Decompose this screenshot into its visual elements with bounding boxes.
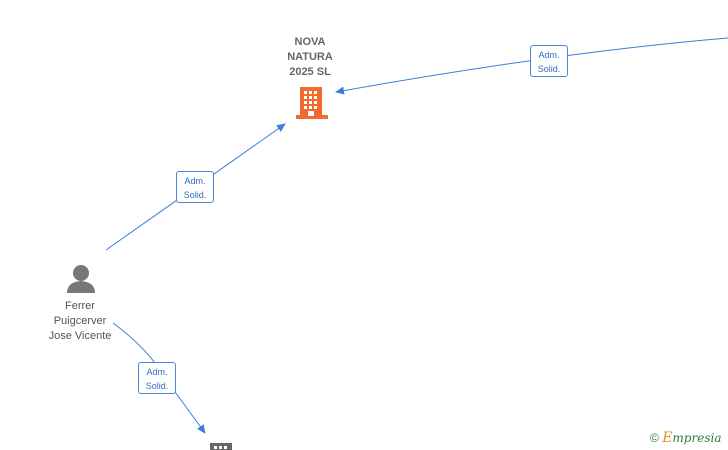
company-name-label[interactable]: NOVA NATURA 2025 SL bbox=[270, 35, 350, 80]
person-name-line1: Ferrer bbox=[65, 300, 95, 312]
edge-label-role: Adm. bbox=[538, 50, 560, 60]
brand-initial: E bbox=[662, 430, 673, 446]
person-name-label[interactable]: Ferrer Puigcerver Jose Vicente bbox=[30, 299, 130, 344]
building-icon[interactable] bbox=[296, 87, 328, 119]
brand-name: mpresia bbox=[672, 431, 722, 445]
empresia-watermark: © Empresia bbox=[650, 430, 721, 446]
company-name-line2: NATURA bbox=[287, 51, 333, 63]
edge-label-external-to-company[interactable]: Adm. Solid. bbox=[530, 45, 568, 77]
person-icon[interactable] bbox=[67, 265, 95, 293]
person-name-line3: Jose Vicente bbox=[48, 330, 112, 342]
edge-label-role: Adm. bbox=[184, 176, 206, 186]
edge-label-person-to-company[interactable]: Adm. Solid. bbox=[176, 171, 214, 203]
edge-label-type: Solid. bbox=[183, 190, 207, 200]
edge-label-role: Adm. bbox=[146, 367, 168, 377]
company-name-line1: NOVA bbox=[294, 36, 326, 48]
company-name-line3: 2025 SL bbox=[289, 66, 331, 78]
copyright-symbol: © bbox=[650, 431, 659, 445]
edge-label-person-to-partial-company[interactable]: Adm. Solid. bbox=[138, 362, 176, 394]
partial-building-icon[interactable] bbox=[210, 443, 232, 450]
person-name-line2: Puigcerver bbox=[53, 315, 107, 327]
edge-label-type: Solid. bbox=[537, 64, 561, 74]
edge-label-type: Solid. bbox=[145, 381, 169, 391]
